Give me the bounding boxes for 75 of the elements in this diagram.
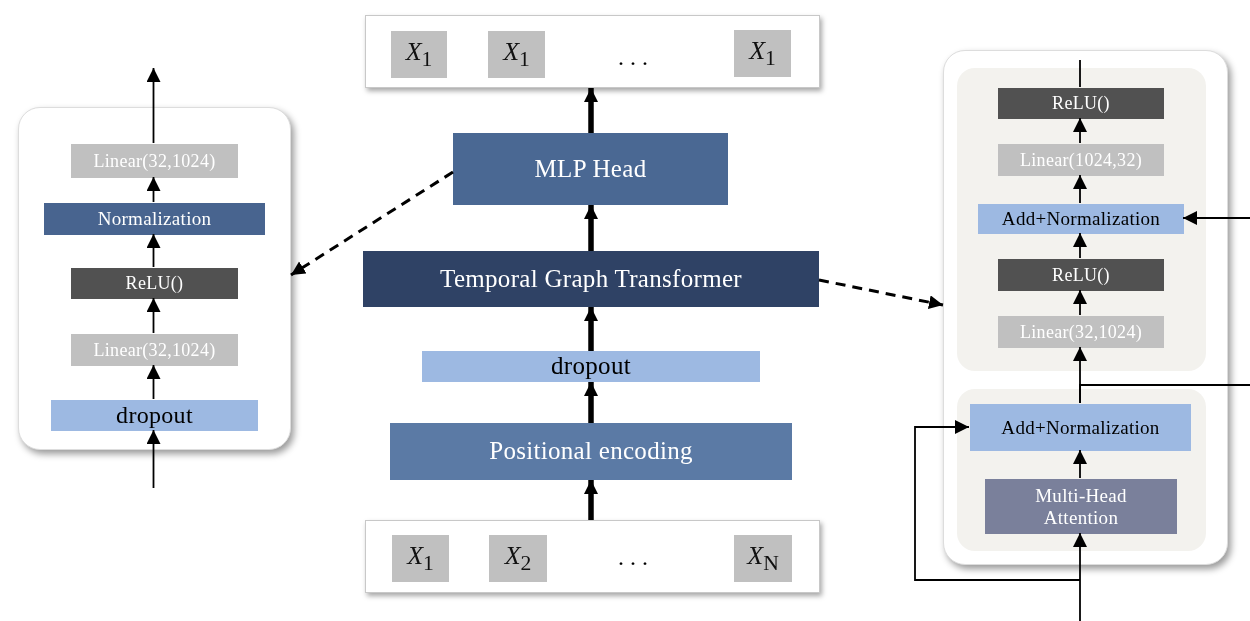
variable-symbol: X$_{1}$	[404, 36, 434, 73]
arrow	[1073, 232, 1087, 259]
arrow	[146, 364, 161, 400]
layer-box	[363, 251, 819, 307]
layer-label: ReLU()	[124, 273, 185, 294]
layer-box	[998, 88, 1164, 119]
arrow	[146, 67, 161, 144]
layer-box	[390, 423, 792, 480]
layer-label: ReLU()	[1051, 93, 1111, 114]
layer-box	[71, 334, 238, 366]
layer-box	[998, 259, 1164, 291]
input-sequence-panel	[365, 520, 820, 593]
layer-box	[422, 351, 760, 382]
ellipsis: ...	[618, 43, 654, 71]
layer-box	[970, 404, 1191, 451]
layer-box	[44, 203, 265, 235]
ellipsis: ...	[618, 543, 654, 571]
arrow	[146, 233, 161, 268]
block-background	[957, 68, 1206, 371]
layer-box	[71, 268, 238, 299]
arrow	[584, 88, 598, 133]
token-tile	[734, 535, 792, 582]
arrow	[1073, 532, 1087, 621]
layer-label: Add+Normalization	[1000, 416, 1161, 439]
arrow	[1073, 289, 1087, 316]
layer-label: Add+Normalization	[1000, 208, 1162, 230]
token-tile	[488, 31, 545, 78]
layer-box	[998, 144, 1164, 176]
connector-line	[1079, 59, 1081, 88]
token-tile	[391, 31, 447, 78]
layer-box	[978, 204, 1184, 234]
arrow	[584, 382, 598, 423]
layer-label: ReLU()	[1051, 264, 1111, 286]
layer-label: dropout	[115, 401, 194, 430]
detail-panel	[18, 107, 291, 450]
arrow	[146, 429, 161, 489]
layer-label: MLP Head	[533, 154, 648, 184]
variable-symbol: X$_{1}$	[747, 35, 777, 72]
layer-box	[998, 316, 1164, 348]
layer-label: Linear(32,1024)	[1019, 321, 1143, 343]
variable-symbol: X$_{2}$	[503, 540, 533, 577]
layer-box	[985, 479, 1177, 534]
token-tile	[489, 535, 547, 582]
layer-label: dropout	[550, 352, 632, 381]
layer-label: Linear(32,1024)	[92, 150, 217, 172]
layer-label: Linear(1024,32)	[1019, 149, 1143, 171]
layer-box	[51, 400, 258, 431]
arrow	[1073, 117, 1087, 144]
detail-panel	[943, 50, 1228, 565]
dashed-arrow	[818, 278, 944, 310]
layer-label: Multi-Head Attention	[1034, 484, 1128, 529]
arrow	[146, 176, 161, 203]
block-background	[957, 389, 1206, 551]
layer-label: Normalization	[96, 208, 213, 230]
variable-symbol: X$_{N}$	[745, 540, 780, 577]
layer-label: Positional encoding	[488, 437, 694, 466]
token-tile	[392, 535, 449, 582]
variable-symbol: X$_{1}$	[501, 36, 531, 73]
arrow	[914, 420, 1081, 581]
connector-line	[1079, 384, 1250, 404]
variable-symbol: X$_{1}$	[405, 540, 435, 577]
arrow	[584, 307, 598, 351]
token-tile	[734, 30, 791, 77]
arrow	[584, 205, 598, 251]
arrow	[1073, 174, 1087, 204]
layer-label: Linear(32,1024)	[92, 339, 217, 361]
layer-box	[71, 144, 238, 178]
dashed-arrow	[290, 170, 454, 277]
arrow	[584, 480, 598, 520]
arrow	[146, 297, 161, 334]
arrow	[1182, 211, 1250, 225]
layer-box	[453, 133, 728, 205]
arrow	[1073, 449, 1087, 479]
output-sequence-panel	[365, 15, 820, 88]
layer-label: Temporal Graph Transformer	[439, 264, 743, 294]
